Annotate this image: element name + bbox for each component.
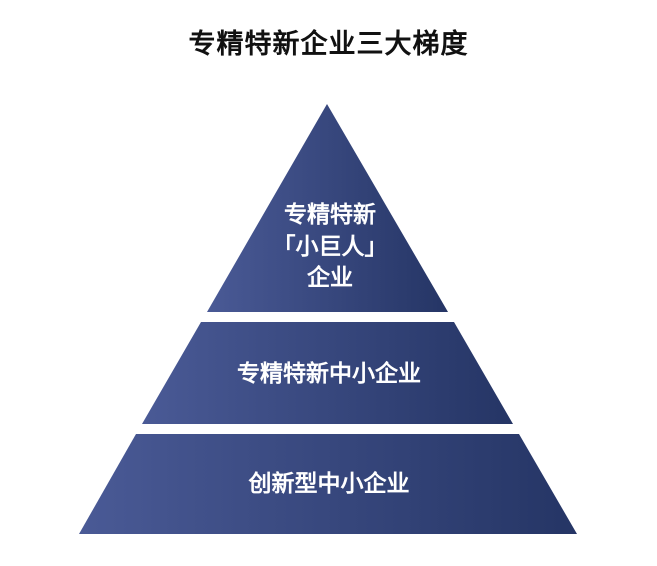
- pyramid-tier-top: [207, 104, 448, 312]
- pyramid-tier-bottom: [79, 434, 577, 534]
- tier-top-label-line-2: 「小巨人」: [273, 234, 388, 260]
- diagram-title: 专精特新企业三大梯度: [188, 29, 469, 60]
- tier-bottom-label: 创新型中小企业: [248, 470, 410, 497]
- tier-top-label-line-3: 企业: [306, 264, 353, 291]
- tier-middle-label: 专精特新中小企业: [237, 360, 421, 387]
- pyramid-tier-middle: [142, 322, 513, 424]
- tier-top-label-line-1: 专精特新: [284, 201, 376, 228]
